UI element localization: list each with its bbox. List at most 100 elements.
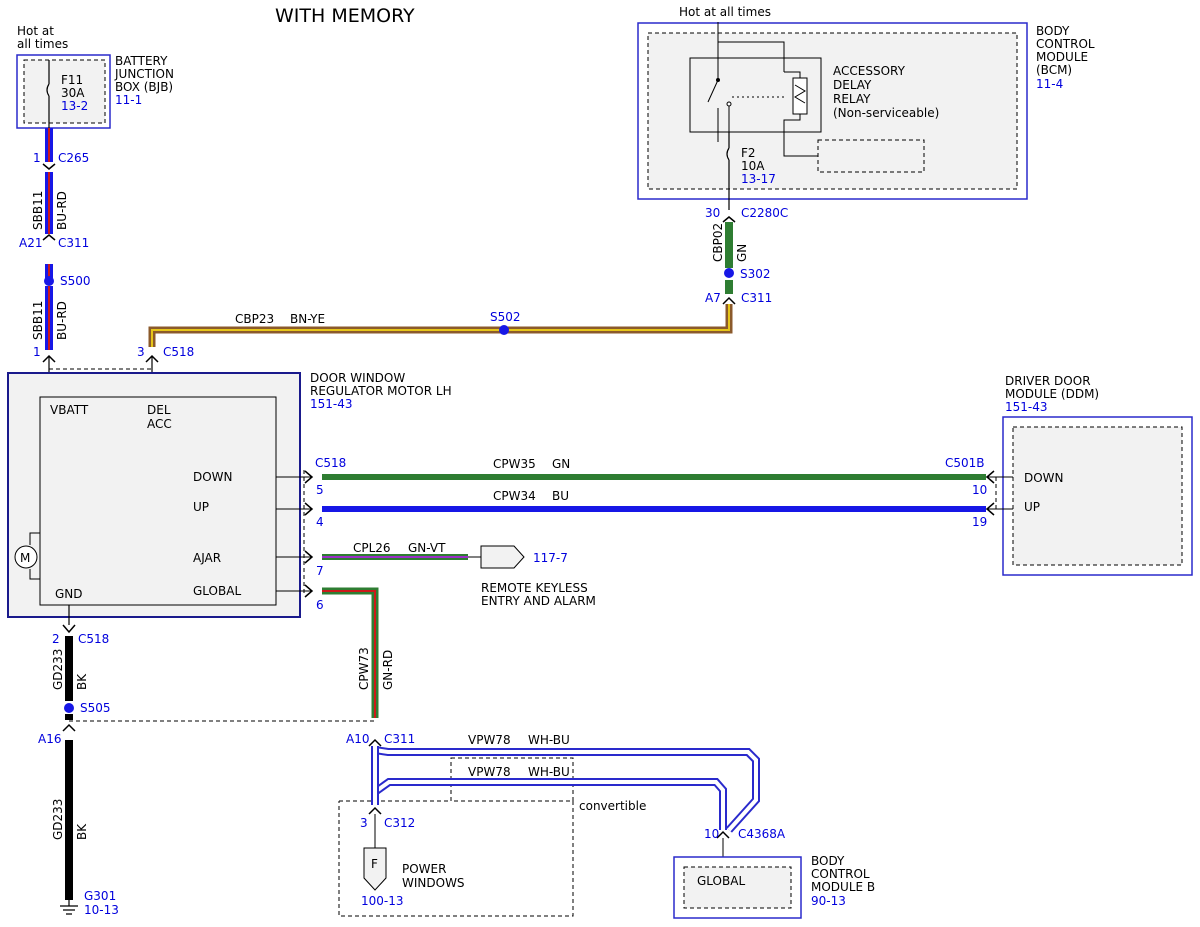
relay-name-1: ACCESSORY bbox=[833, 64, 906, 78]
bjb-inner-box bbox=[23, 59, 106, 124]
bcmb-inner-box bbox=[683, 866, 792, 909]
left-feed: 1 C265 SBB11 BU-RD A21 C311 S500 SBB11 B… bbox=[19, 128, 153, 397]
cpw35-color: GN bbox=[552, 457, 570, 471]
bjb-block: Hot at all times F11 30A 13-2 BATTERY JU… bbox=[16, 24, 174, 129]
bcmb-global-label: GLOBAL bbox=[697, 874, 745, 888]
c518-pin-1: 1 bbox=[33, 345, 41, 359]
f11-label: F11 bbox=[61, 73, 83, 87]
up-far-pin: 19 bbox=[972, 515, 987, 529]
bjb-hot-label-2: all times bbox=[17, 37, 68, 51]
acc-feed: 30 C2280C CBP02 GN S302 A7 C311 CBP23 BN… bbox=[137, 206, 788, 397]
signal-wires: C518 C501B CPW35 GN 5 10 CPW34 BU 4 19 C… bbox=[315, 456, 987, 718]
vpw78-color-1: WH-BU bbox=[528, 733, 570, 747]
motor-inner-box bbox=[39, 396, 277, 606]
gnd-c518-label: C518 bbox=[78, 632, 109, 646]
vpw78-circuit-1: VPW78 bbox=[468, 733, 511, 747]
power-windows-connector-icon bbox=[363, 847, 387, 891]
cpw34-color: BU bbox=[552, 489, 569, 503]
f-label: F bbox=[371, 857, 378, 871]
c2280c-pin: 30 bbox=[705, 206, 720, 220]
gd233-circuit-2: GD233 bbox=[51, 799, 65, 840]
c311-pin-a7: A7 bbox=[705, 291, 721, 305]
rke-connector-arrow-icon bbox=[480, 545, 525, 569]
bjb-name-3: BOX (BJB) bbox=[115, 80, 173, 94]
c265-pin: 1 bbox=[33, 151, 41, 165]
sbb11-color-1: BU-RD bbox=[55, 191, 69, 230]
ddm-up-label: UP bbox=[1024, 500, 1040, 514]
bcmb-name-3: MODULE B bbox=[811, 880, 875, 894]
cpw35-circuit: CPW35 bbox=[493, 457, 536, 471]
c2280c-label: C2280C bbox=[741, 206, 788, 220]
convertible-label: convertible bbox=[579, 799, 646, 813]
relay-name-2: DELAY bbox=[833, 78, 872, 92]
bjb-name-1: BATTERY bbox=[115, 54, 168, 68]
g301-page: 10-13 bbox=[84, 903, 119, 917]
f2-ref: 13-17 bbox=[741, 172, 776, 186]
gd233-color-2: BK bbox=[75, 823, 89, 840]
bcm-name-4: (BCM) bbox=[1036, 63, 1072, 77]
c518-pin-3: 3 bbox=[137, 345, 145, 359]
ajar-pin-num: 7 bbox=[316, 564, 324, 578]
cpl26-color: GN-VT bbox=[408, 541, 446, 555]
bcm-block: Hot at all times ACCESSORY DELAY RELAY (… bbox=[637, 5, 1095, 210]
f11-amps: 30A bbox=[61, 86, 85, 100]
gnd-c518-pin: 2 bbox=[52, 632, 60, 646]
wire-vpw78-a bbox=[371, 746, 760, 833]
c311-connector-icon-left bbox=[42, 234, 56, 241]
up-pin-label: UP bbox=[193, 500, 209, 514]
ddm-inner-box bbox=[1012, 426, 1183, 566]
c4368a-connector-icon bbox=[716, 830, 730, 839]
wire-gd233-b bbox=[65, 740, 73, 900]
relay-name-3: RELAY bbox=[833, 92, 871, 106]
bcm-name-2: CONTROL bbox=[1036, 37, 1095, 51]
motor-page: 151-43 bbox=[310, 397, 353, 411]
down-pin-num: 5 bbox=[316, 483, 324, 497]
wire-cpw35 bbox=[322, 474, 986, 480]
c518-label-mid: C518 bbox=[315, 456, 346, 470]
s505-splice-icon bbox=[64, 703, 74, 713]
motor-name-2: REGULATOR MOTOR LH bbox=[310, 384, 452, 398]
s502-splice-icon bbox=[499, 325, 509, 335]
gd233-color-1: BK bbox=[75, 673, 89, 690]
bcm-name-3: MODULE bbox=[1036, 50, 1088, 64]
c311-pin-a21: A21 bbox=[19, 236, 42, 250]
cbp23-circuit: CBP23 bbox=[235, 312, 274, 326]
gnd-c311-pin: A16 bbox=[38, 732, 61, 746]
ddm-page: 151-43 bbox=[1005, 400, 1048, 414]
global-pin-label: GLOBAL bbox=[193, 584, 241, 598]
c312-label: C312 bbox=[384, 816, 415, 830]
bcm-page: 11-4 bbox=[1036, 77, 1063, 91]
relay-coil-icon bbox=[792, 77, 808, 115]
down-pin-label: DOWN bbox=[193, 470, 233, 484]
c501b-label: C501B bbox=[945, 456, 985, 470]
relay-switch-icon bbox=[707, 79, 719, 142]
f2-fuse-icon bbox=[726, 132, 730, 210]
c312-pin: 3 bbox=[360, 816, 368, 830]
vpw78-circuit-2: VPW78 bbox=[468, 765, 511, 779]
lower-section: A10 C311 VPW78 WH-BU VPW78 WH-BU convert… bbox=[338, 732, 875, 919]
pw-name-2: WINDOWS bbox=[402, 876, 465, 890]
wire-vpw78-b bbox=[371, 778, 727, 830]
convertible-region bbox=[338, 800, 574, 917]
c2280c-connector-icon bbox=[722, 216, 736, 223]
wire-gd233-a bbox=[65, 636, 73, 701]
c518-label-top: C518 bbox=[163, 345, 194, 359]
vpw78-color-2: WH-BU bbox=[528, 765, 570, 779]
bcm-name-1: BODY bbox=[1036, 24, 1070, 38]
cbp23-color: BN-YE bbox=[290, 312, 325, 326]
rke-name-1: REMOTE KEYLESS bbox=[481, 581, 588, 595]
ajar-pin-label: AJAR bbox=[193, 551, 221, 565]
relay-name-4: (Non-serviceable) bbox=[833, 106, 939, 120]
c4368a-label: C4368A bbox=[738, 827, 786, 841]
ground-icon bbox=[60, 900, 78, 915]
f11-fuse-icon bbox=[46, 60, 50, 128]
s505-label: S505 bbox=[80, 701, 111, 715]
cbp02-color: GN bbox=[735, 244, 749, 262]
g301-label: G301 bbox=[84, 889, 116, 903]
motor-name-1: DOOR WINDOW bbox=[310, 371, 405, 385]
bcm-hot-label: Hot at all times bbox=[679, 5, 771, 19]
down-far-pin: 10 bbox=[972, 483, 987, 497]
c265-label: C265 bbox=[58, 151, 89, 165]
bcmb-page: 90-13 bbox=[811, 894, 846, 908]
